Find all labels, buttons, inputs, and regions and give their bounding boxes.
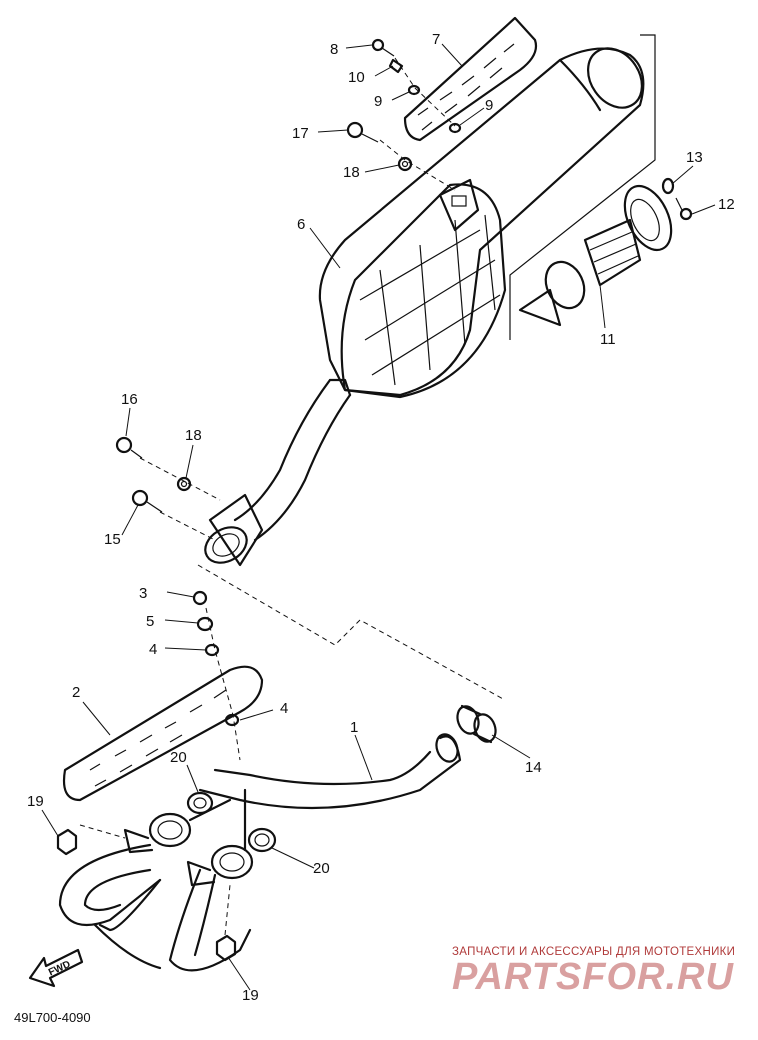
callout-labels: 8 7 10 9 9 17 18 13 12 6 11 16 18 15 3 5… xyxy=(27,31,735,1004)
muffler-assembly xyxy=(204,34,656,567)
leader-lines xyxy=(41,43,716,991)
callout-5: 5 xyxy=(146,613,154,630)
fwd-label: FWD xyxy=(47,959,72,979)
fwd-arrow-icon: FWD xyxy=(28,948,84,988)
callout-16: 16 xyxy=(121,391,138,408)
callout-18-lower: 18 xyxy=(185,427,202,444)
callout-12: 12 xyxy=(718,196,735,213)
assembly-lines xyxy=(79,57,506,936)
callout-8: 8 xyxy=(330,41,338,58)
callout-3: 3 xyxy=(139,585,147,602)
callout-1: 1 xyxy=(350,719,358,736)
callout-11: 11 xyxy=(600,331,616,348)
hardware-items xyxy=(56,38,693,962)
callout-7: 7 xyxy=(432,31,440,48)
callout-14: 14 xyxy=(525,759,542,776)
callout-19-lower: 19 xyxy=(242,987,259,1004)
callout-9-lower: 9 xyxy=(485,97,493,114)
exhaust-pipe xyxy=(58,733,462,972)
watermark-caption: ЗАПЧАСТИ И АКСЕССУАРЫ ДЛЯ МОТОТЕХНИКИ xyxy=(452,946,736,958)
spark-arrester-assembly xyxy=(518,184,673,327)
callout-9-upper: 9 xyxy=(374,93,382,110)
callout-10: 10 xyxy=(348,69,365,86)
callout-18-upper: 18 xyxy=(343,164,360,181)
callout-17: 17 xyxy=(292,125,309,142)
upper-heat-shield xyxy=(403,16,538,142)
drawing-code: 49L700-4090 xyxy=(14,1010,91,1025)
callout-4-upper: 4 xyxy=(149,641,157,658)
callout-20-lower: 20 xyxy=(313,860,330,877)
callout-13: 13 xyxy=(686,149,703,166)
callout-19-upper: 19 xyxy=(27,793,44,810)
callout-20-upper: 20 xyxy=(170,749,187,766)
callout-15: 15 xyxy=(104,531,121,548)
callout-6: 6 xyxy=(297,216,305,233)
callout-4-lower: 4 xyxy=(280,700,288,717)
callout-2: 2 xyxy=(72,684,80,701)
lower-heat-shield xyxy=(62,665,264,802)
watermark-logo: PARTSFOR.RU xyxy=(452,956,734,998)
